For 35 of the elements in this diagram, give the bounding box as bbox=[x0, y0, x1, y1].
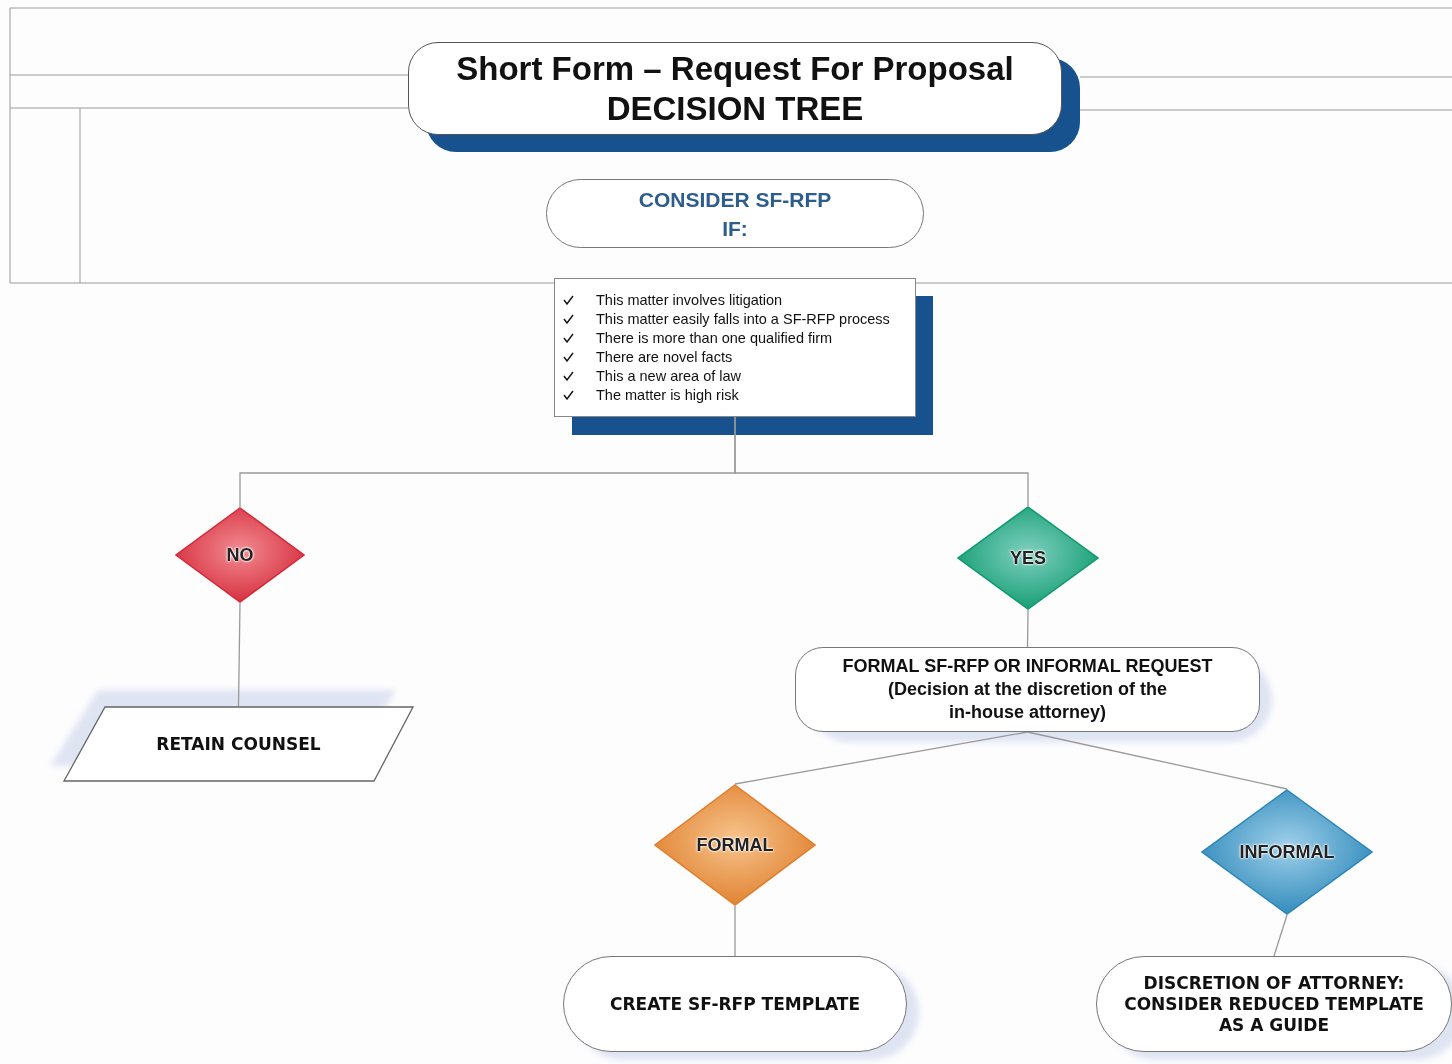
connector-line bbox=[734, 731, 1029, 785]
decision-label: NO bbox=[226, 544, 254, 566]
decision-diamond bbox=[175, 507, 305, 603]
checklist-item: There are novel facts bbox=[596, 349, 733, 365]
checklist-item: This matter involves litigation bbox=[596, 292, 783, 308]
box-label: DISCRETION OF ATTORNEY: CONSIDER REDUCED TEMPLATE AS A GUIDE bbox=[1123, 972, 1425, 1036]
rounded-box bbox=[1096, 956, 1452, 1052]
decision-label: FORMAL bbox=[696, 834, 774, 856]
connector-line bbox=[1026, 609, 1029, 648]
connector-line bbox=[1273, 914, 1288, 957]
title-text: Short Form – Request For Proposal bbox=[456, 48, 1014, 89]
box-label: CONSIDER SF-RFP IF: bbox=[637, 186, 833, 242]
checklist-item: This a new area of law bbox=[596, 368, 742, 384]
box-note: (Decision at the discretion of the in-house attorney) bbox=[886, 678, 1168, 724]
connector-line bbox=[1026, 731, 1288, 790]
box-label: CREATE SF-RFP TEMPLATE bbox=[609, 993, 861, 1015]
checklist-box bbox=[554, 278, 916, 417]
checklist-item: The matter is high risk bbox=[596, 387, 739, 403]
rounded-box bbox=[795, 647, 1260, 732]
connector-line bbox=[734, 905, 736, 957]
title-text: DECISION TREE bbox=[606, 88, 864, 129]
box-label: RETAIN COUNSEL bbox=[156, 734, 321, 754]
parallelogram-box bbox=[63, 706, 414, 782]
checklist-item: There is more than one qualified firm bbox=[596, 330, 833, 346]
decision-label: INFORMAL bbox=[1239, 841, 1335, 863]
decision-diamond bbox=[1201, 789, 1373, 915]
decision-diamond bbox=[654, 784, 816, 906]
connector-line bbox=[237, 602, 241, 707]
decision-diamond bbox=[957, 506, 1099, 610]
decision-label: YES bbox=[1010, 547, 1046, 569]
box-label: FORMAL SF-RFP OR INFORMAL REQUEST bbox=[842, 655, 1213, 678]
rounded-box bbox=[563, 956, 907, 1052]
connector-line bbox=[734, 416, 1029, 507]
title-box bbox=[408, 42, 1062, 135]
checklist-item: This matter easily falls into a SF-RFP process bbox=[596, 311, 890, 327]
